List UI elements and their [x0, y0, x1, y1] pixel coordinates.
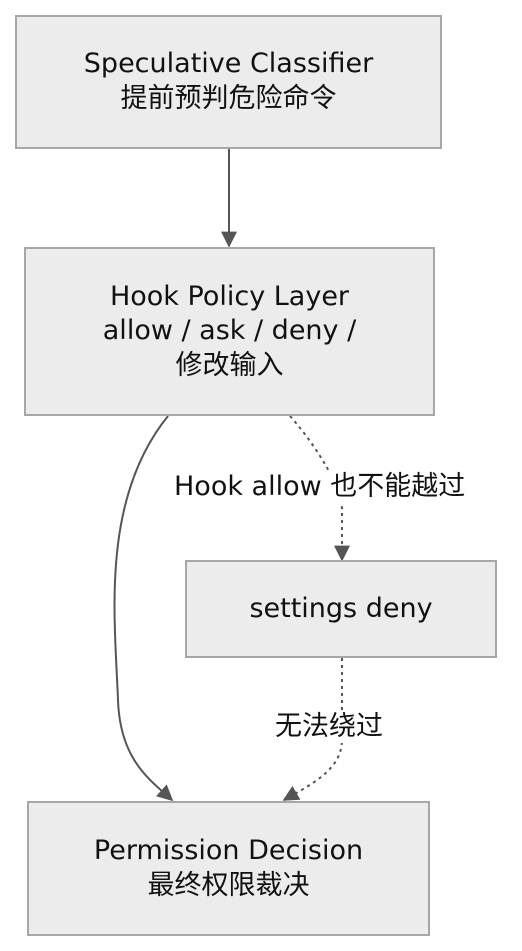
- node-permission-decision: Permission Decision 最终权限裁决: [27, 801, 430, 936]
- edge-label-hook-allow: Hook allow 也不能越过: [172, 471, 468, 504]
- edge-hook-to-permission: [113, 415, 174, 802]
- edge-hook-to-settings: [289, 415, 350, 562]
- node-permission-line2: 最终权限裁决: [147, 869, 310, 901]
- node-settings-deny: settings deny: [185, 560, 497, 658]
- node-settings-line1: settings deny: [249, 592, 433, 624]
- node-speculative-classifier: Speculative Classifier 提前预判危险命令: [15, 15, 442, 149]
- node-hook-policy-layer: Hook Policy Layer allow / ask / deny / 修…: [24, 247, 435, 416]
- node-hook-line1: Hook Policy Layer: [109, 280, 350, 312]
- node-permission-line1: Permission Decision: [93, 834, 364, 866]
- node-hook-line2: allow / ask / deny /: [102, 315, 357, 347]
- edge-label-cannot-bypass: 无法绕过: [273, 711, 385, 744]
- edge-settings-to-permission: [282, 658, 343, 801]
- node-hook-line3: 修改输入: [175, 349, 284, 381]
- node-classifier-line1: Speculative Classifier: [83, 48, 374, 80]
- node-classifier-line2: 提前预判危险命令: [120, 83, 337, 114]
